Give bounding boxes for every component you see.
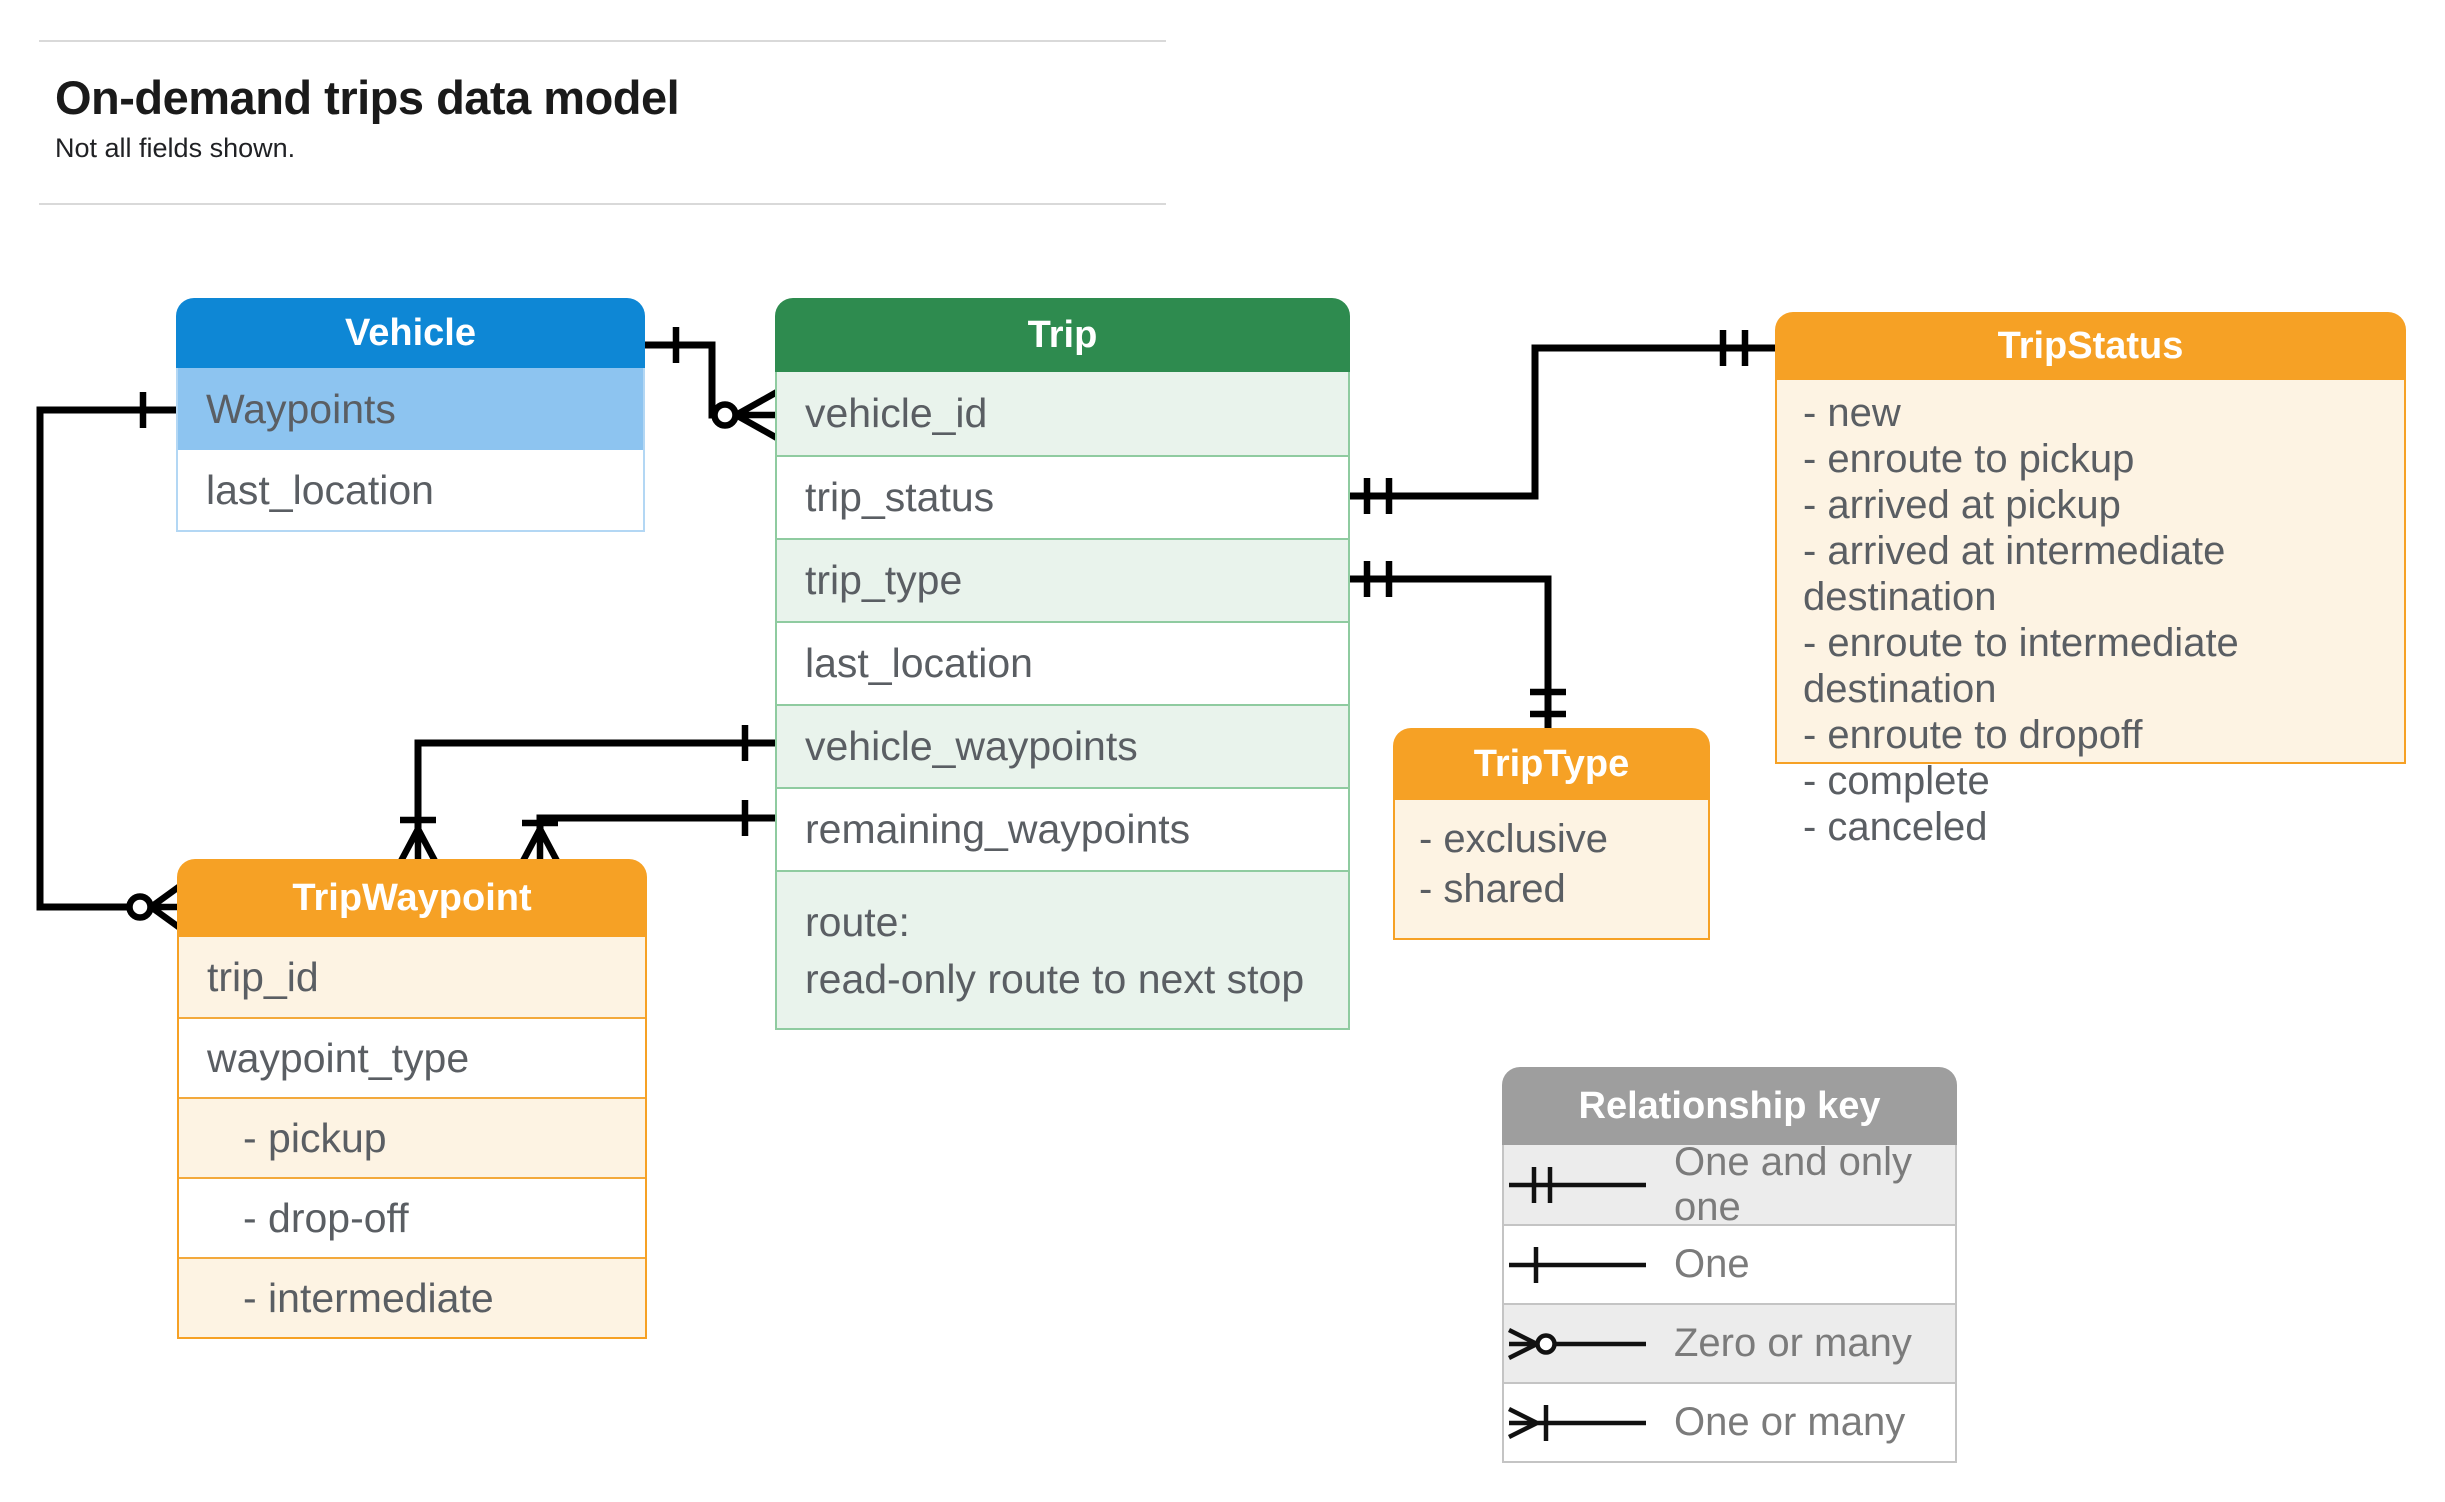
enum-enroute-to-dropoff: - enroute to dropoff: [1803, 713, 2143, 757]
field-waypoint-type: waypoint_type: [179, 1017, 645, 1097]
enum-enroute-to-intermediate-destination: - enroute to intermediate destination: [1803, 621, 2239, 711]
field-remaining-waypoints: remaining_waypoints: [777, 787, 1348, 870]
connector-trip-vehicle-waypoints: [398, 725, 777, 863]
enum-shared: - shared: [1419, 867, 1566, 911]
relationship-key-title: Relationship key: [1502, 1067, 1957, 1145]
entity-tripstatus: TripStatus - new - enroute to pickup - a…: [1775, 312, 2406, 849]
entity-trip: Trip vehicle_id trip_status trip_type la…: [775, 298, 1350, 1030]
legend-label: One or many: [1674, 1400, 1906, 1444]
field-route-line1: route:: [805, 899, 910, 945]
field-last-location: last_location: [777, 621, 1348, 704]
legend-label: One and only one: [1674, 1139, 1912, 1229]
enum-drop-off: - drop-off: [179, 1177, 645, 1257]
enum-arrived-at-pickup: - arrived at pickup: [1803, 483, 2121, 527]
entity-vehicle-title: Vehicle: [176, 298, 645, 368]
entity-tripstatus-title: TripStatus: [1775, 312, 2406, 380]
legend-label: One: [1674, 1242, 1750, 1286]
connector-trip-tripstatus: [1350, 330, 1779, 514]
legend-row-zero-or-many: Zero or many: [1504, 1303, 1955, 1382]
field-last-location: last_location: [178, 450, 643, 530]
enum-pickup: - pickup: [179, 1097, 645, 1177]
entity-trip-title: Trip: [775, 298, 1350, 372]
connector-trip-triptype: [1350, 561, 1566, 731]
field-vehicle-waypoints: vehicle_waypoints: [777, 704, 1348, 787]
enum-complete: - complete: [1803, 759, 1990, 803]
entity-triptype: TripType - exclusive - shared: [1393, 728, 1710, 940]
one-and-only-one-icon: [1509, 1166, 1646, 1203]
legend-row-one-and-only-one: One and only one: [1504, 1140, 1955, 1229]
connector-trip-remaining-waypoints: [520, 800, 777, 863]
field-route-line2: read-only route to next stop: [805, 956, 1305, 1002]
field-vehicle-id: vehicle_id: [777, 372, 1348, 455]
relationship-key: Relationship key One and only one One: [1502, 1067, 1957, 1463]
entity-triptype-title: TripType: [1393, 728, 1710, 800]
field-trip-id: trip_id: [179, 937, 645, 1017]
entity-vehicle: Vehicle Waypoints last_location: [176, 298, 645, 532]
entity-tripwaypoint: TripWaypoint trip_id waypoint_type - pic…: [177, 859, 647, 1339]
top-divider: [39, 40, 1166, 42]
enum-canceled: - canceled: [1803, 805, 1988, 849]
enum-new: - new: [1803, 391, 1901, 435]
enum-arrived-at-intermediate-destination: - arrived at intermediate destination: [1803, 529, 2226, 619]
field-trip-status: trip_status: [777, 455, 1348, 538]
enum-intermediate: - intermediate: [179, 1257, 645, 1337]
zero-or-many-icon: [1507, 1327, 1646, 1360]
legend-label: Zero or many: [1674, 1321, 1912, 1365]
field-trip-type: trip_type: [777, 538, 1348, 621]
page-title: On-demand trips data model: [55, 71, 680, 124]
enum-exclusive: - exclusive: [1419, 817, 1608, 861]
connector-vehicle-tripwaypoint: [36, 392, 182, 931]
legend-row-one: One: [1504, 1224, 1955, 1303]
legend-row-one-or-many: One or many: [1504, 1382, 1955, 1461]
one-icon: [1509, 1246, 1646, 1283]
field-route: route: read-only route to next stop: [777, 870, 1348, 1028]
enum-enroute-to-pickup: - enroute to pickup: [1803, 437, 2135, 481]
connector-vehicle-trip: [645, 327, 779, 441]
bottom-divider: [39, 203, 1166, 205]
field-waypoints: Waypoints: [178, 368, 643, 450]
page-subtitle: Not all fields shown.: [55, 133, 296, 163]
entity-tripwaypoint-title: TripWaypoint: [177, 859, 647, 937]
one-or-many-icon: [1507, 1404, 1646, 1441]
